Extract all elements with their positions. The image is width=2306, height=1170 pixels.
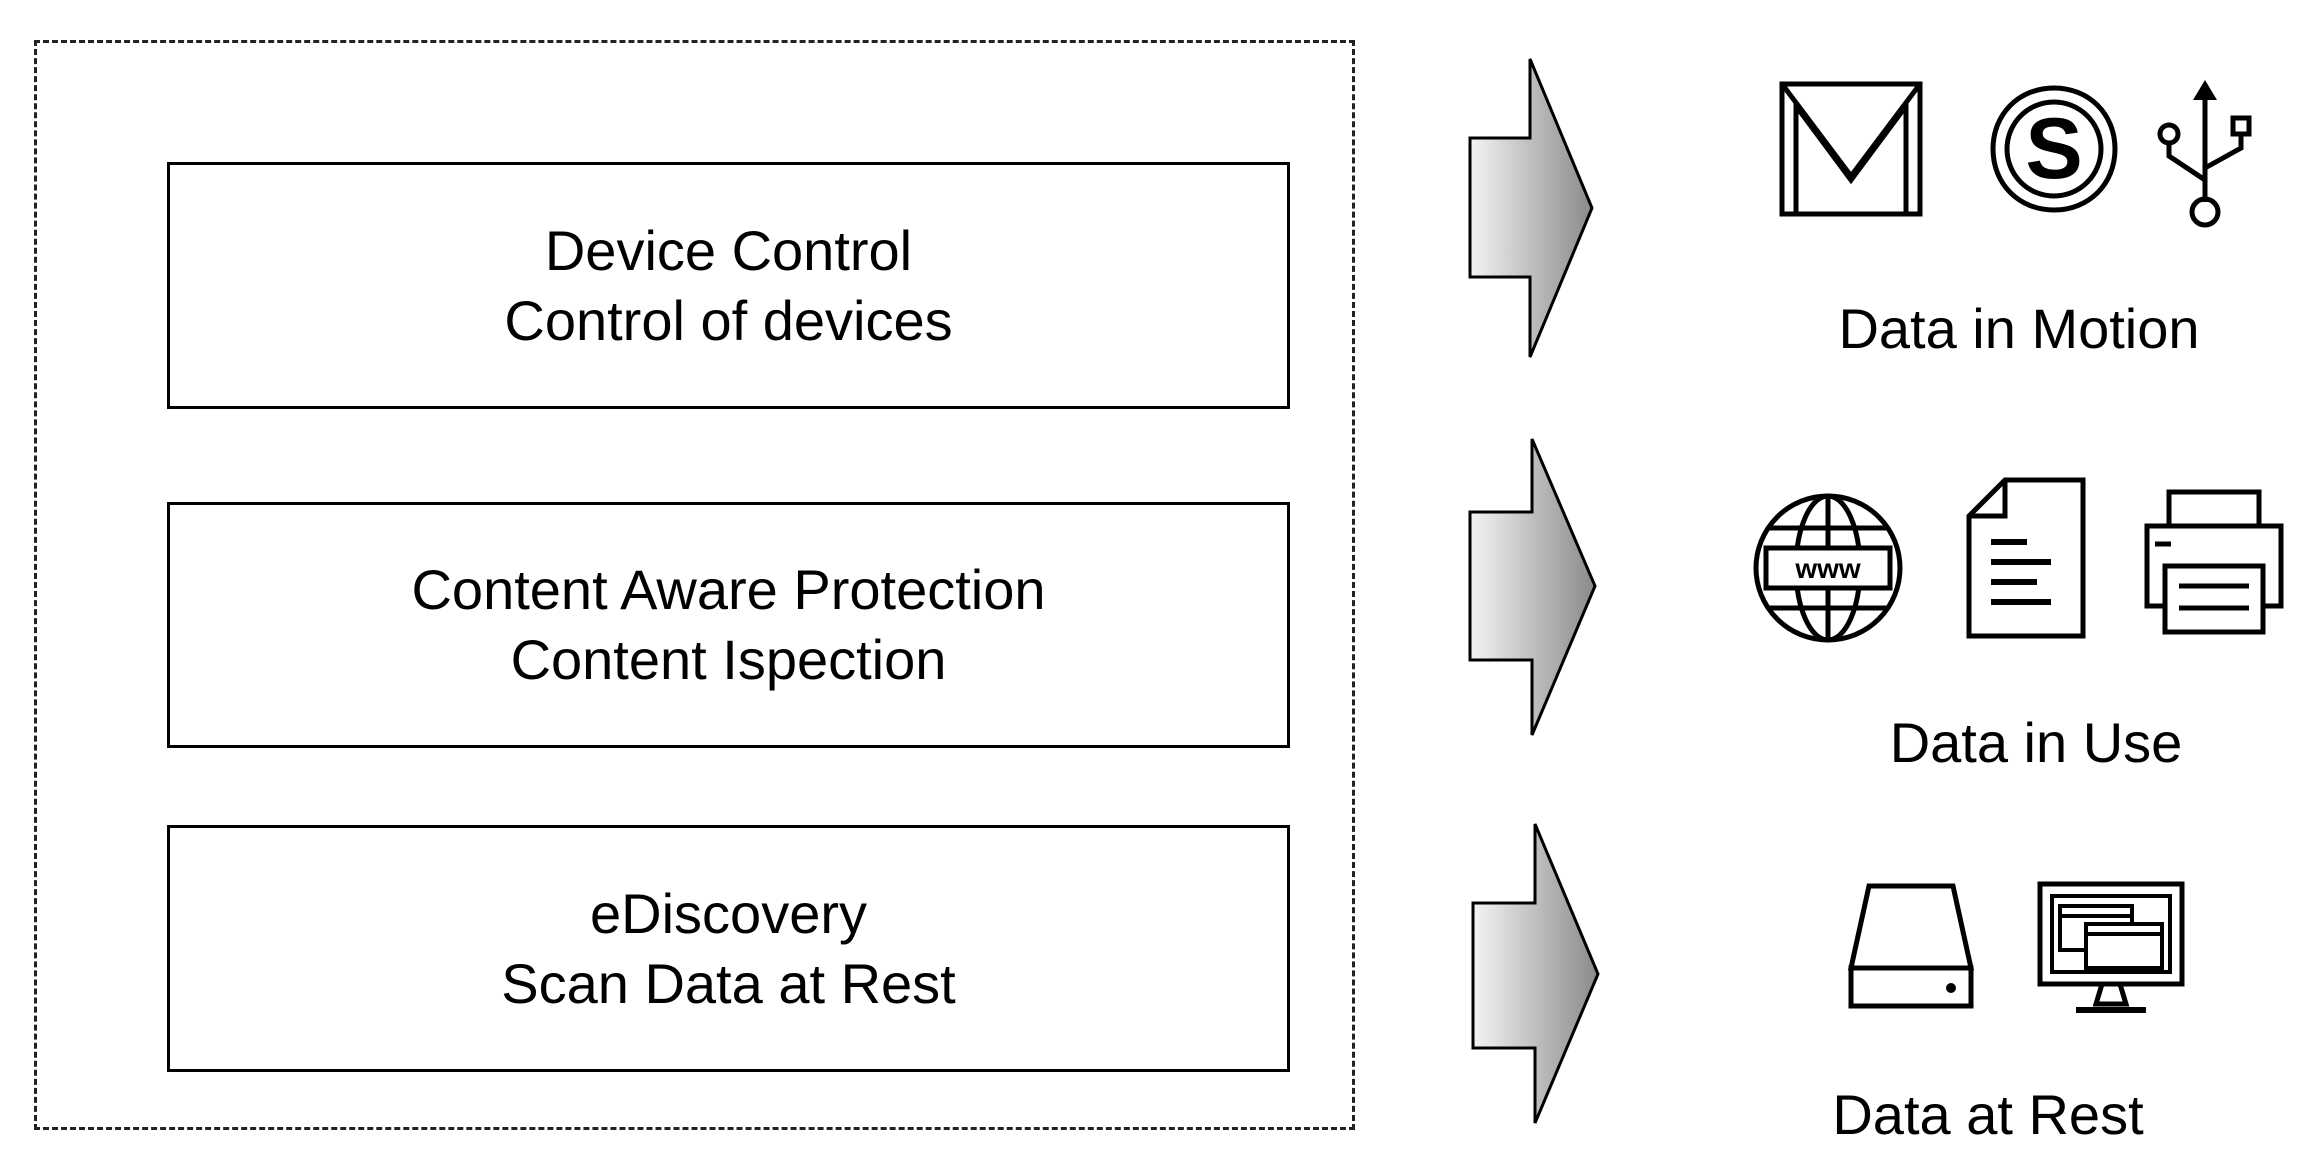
arrow-to-data-in-use bbox=[1468, 438, 1597, 736]
usb-icon bbox=[2157, 80, 2252, 228]
device-control-subtitle: Control of devices bbox=[504, 288, 953, 352]
dlp-modules-container: Device Control Control of devices Conten… bbox=[34, 40, 1355, 1130]
svg-text:www: www bbox=[1794, 553, 1861, 584]
data-in-motion-label: Data in Motion bbox=[1838, 297, 2200, 360]
device-control-box: Device Control Control of devices bbox=[167, 162, 1290, 409]
desktop-monitor-icon bbox=[2037, 881, 2185, 1013]
ediscovery-title: eDiscovery bbox=[590, 881, 867, 945]
skype-icon: S bbox=[1990, 85, 2118, 213]
arrow-to-data-at-rest bbox=[1471, 823, 1600, 1124]
svg-text:S: S bbox=[2025, 101, 2082, 197]
device-control-title: Device Control bbox=[544, 218, 913, 282]
ediscovery-box: eDiscovery Scan Data at Rest bbox=[167, 825, 1290, 1072]
content-aware-protection-box: Content Aware Protection Content Ispecti… bbox=[167, 502, 1290, 748]
gmail-icon bbox=[1779, 81, 1923, 217]
printer-icon bbox=[2144, 489, 2284, 635]
content-aware-protection-subtitle: Content Ispection bbox=[510, 628, 947, 691]
content-aware-protection-title: Content Aware Protection bbox=[411, 558, 1046, 621]
data-in-use-label: Data in Use bbox=[1889, 711, 2183, 774]
data-at-rest-label: Data at Rest bbox=[1832, 1083, 2144, 1146]
hard-drive-icon bbox=[1847, 883, 1975, 1009]
document-icon bbox=[1966, 477, 2086, 639]
arrow-to-data-in-motion bbox=[1468, 58, 1594, 358]
www-globe-icon: www bbox=[1753, 493, 1903, 643]
ediscovery-subtitle: Scan Data at Rest bbox=[501, 951, 956, 1015]
